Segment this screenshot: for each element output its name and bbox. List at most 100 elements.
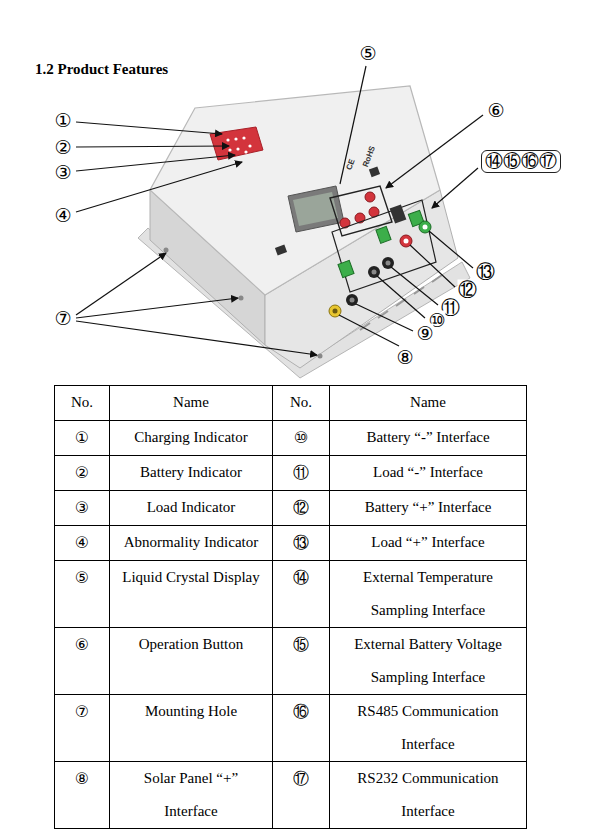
name-cell: Battery Indicator <box>140 464 242 480</box>
callout-number: ⑭⑮⑯⑰ <box>485 150 557 171</box>
feature-table: No. Name No. Name ① Charging Indicator ⑩ Batter… <box>54 385 527 829</box>
table-cell: Load “+” Interface <box>330 526 527 561</box>
table-cell: ③ <box>55 491 110 526</box>
table-cell: No. <box>55 386 110 421</box>
table-cell: Battery “+” Interface <box>330 491 527 526</box>
header-cell: Name <box>173 394 209 410</box>
name-cell: Battery “-” Interface <box>366 429 489 445</box>
callout-group-box: ⑭⑮⑯⑰ <box>481 150 561 173</box>
callout-number: ⑨ <box>416 324 433 343</box>
table-cell: Load Indicator <box>110 491 273 526</box>
table-cell: RS485 Communication Interface <box>330 695 527 762</box>
table-cell: ④ <box>55 526 110 561</box>
number-cell: ⑤ <box>75 568 89 587</box>
table-row: ④ Abnormality Indicator ⑬ Load “+” Interfac… <box>55 526 527 561</box>
table-cell: Name <box>330 386 527 421</box>
name-cell: Mounting Hole <box>145 703 237 719</box>
table-cell: ⑤ <box>55 561 110 628</box>
name-cell: Solar Panel “+” Interface <box>144 770 238 819</box>
number-cell: ⑧ <box>75 769 89 788</box>
table-cell: Liquid Crystal Display <box>110 561 273 628</box>
name-cell: Load “+” Interface <box>371 534 484 550</box>
name-cell: RS232 Communication Interface <box>357 770 498 819</box>
table-cell: ② <box>55 456 110 491</box>
table-cell: RS232 Communication Interface <box>330 762 527 829</box>
name-cell: Load “-” Interface <box>373 464 483 480</box>
header-cell: No. <box>290 394 312 410</box>
leader-lines <box>76 66 483 355</box>
table-cell: ⑬ <box>273 526 330 561</box>
number-cell: ⑥ <box>75 635 89 654</box>
number-cell: ⑮ <box>293 635 309 654</box>
number-cell: ⑯ <box>293 702 309 721</box>
table-row: ⑧ Solar Panel “+” Interface ⑰ RS232 Communi… <box>55 762 527 829</box>
table-cell: ⑭ <box>273 561 330 628</box>
table-cell: Battery “-” Interface <box>330 421 527 456</box>
connector-frame <box>332 200 436 292</box>
table-row: ① Charging Indicator ⑩ Battery “-” Interfac… <box>55 421 527 456</box>
name-cell: Load Indicator <box>147 499 236 515</box>
table-cell: Load “-” Interface <box>330 456 527 491</box>
table-cell: ⑦ <box>55 695 110 762</box>
table-row: ⑤ Liquid Crystal Display ⑭ External Tempera… <box>55 561 527 628</box>
header-cell: No. <box>71 394 93 410</box>
callout-number: ④ <box>54 206 71 225</box>
name-cell: RS485 Communication Interface <box>357 703 498 752</box>
table-cell: ⑯ <box>273 695 330 762</box>
lcd-screen <box>288 186 344 232</box>
callout-number: ① <box>54 111 71 130</box>
table-row: ⑥ Operation Button ⑮ External Battery Volta… <box>55 628 527 695</box>
callout-number: ⑫ <box>458 280 477 299</box>
number-cell: ⑪ <box>293 463 309 482</box>
top-lid <box>150 86 440 295</box>
table-cell: Mounting Hole <box>110 695 273 762</box>
table-cell: External Temperature Sampling Interface <box>330 561 527 628</box>
name-cell: External Temperature Sampling Interface <box>363 569 493 618</box>
table-cell: Name <box>110 386 273 421</box>
callout-number: ⑬ <box>476 262 495 281</box>
name-cell: External Battery Voltage Sampling Interf… <box>354 636 502 685</box>
number-cell: ① <box>75 428 89 447</box>
table-row: ② Battery Indicator ⑪ Load “-” Interface <box>55 456 527 491</box>
name-cell: Battery “+” Interface <box>365 499 492 515</box>
table-cell: External Battery Voltage Sampling Interf… <box>330 628 527 695</box>
table-cell: ⑩ <box>273 421 330 456</box>
name-cell: Liquid Crystal Display <box>122 569 260 585</box>
number-cell: ⑬ <box>293 533 309 552</box>
callout-number: ⑦ <box>54 309 71 328</box>
table-cell: ⑰ <box>273 762 330 829</box>
table-cell: ⑫ <box>273 491 330 526</box>
table-row: No. Name No. Name <box>55 386 527 421</box>
name-cell: Operation Button <box>139 636 244 652</box>
callout-number: ③ <box>54 163 71 182</box>
table-cell: Operation Button <box>110 628 273 695</box>
callout-number: ⑥ <box>487 101 504 120</box>
page-title: 1.2 Product Features <box>35 61 168 78</box>
table-cell: ⑮ <box>273 628 330 695</box>
number-cell: ⑩ <box>294 428 308 447</box>
table-cell: ⑪ <box>273 456 330 491</box>
number-cell: ② <box>75 463 89 482</box>
table-cell: ⑥ <box>55 628 110 695</box>
table-cell: No. <box>273 386 330 421</box>
table-cell: ① <box>55 421 110 456</box>
header-cell: Name <box>410 394 446 410</box>
table-cell: Solar Panel “+” Interface <box>110 762 273 829</box>
number-cell: ④ <box>75 533 89 552</box>
number-cell: ⑦ <box>75 702 89 721</box>
table-cell: Battery Indicator <box>110 456 273 491</box>
table-row: ⑦ Mounting Hole ⑯ RS485 Communication Inter… <box>55 695 527 762</box>
callout-number: ⑤ <box>359 44 376 63</box>
number-cell: ⑫ <box>293 498 309 517</box>
callout-number: ⑧ <box>396 348 413 367</box>
number-cell: ⑰ <box>293 769 309 788</box>
callout-number: ② <box>54 138 71 157</box>
table-cell: ⑧ <box>55 762 110 829</box>
name-cell: Charging Indicator <box>134 429 247 445</box>
number-cell: ③ <box>75 498 89 517</box>
number-cell: ⑭ <box>293 568 309 587</box>
table-cell: Abnormality Indicator <box>110 526 273 561</box>
name-cell: Abnormality Indicator <box>124 534 259 550</box>
indicator-panel <box>210 127 263 160</box>
table-cell: Charging Indicator <box>110 421 273 456</box>
